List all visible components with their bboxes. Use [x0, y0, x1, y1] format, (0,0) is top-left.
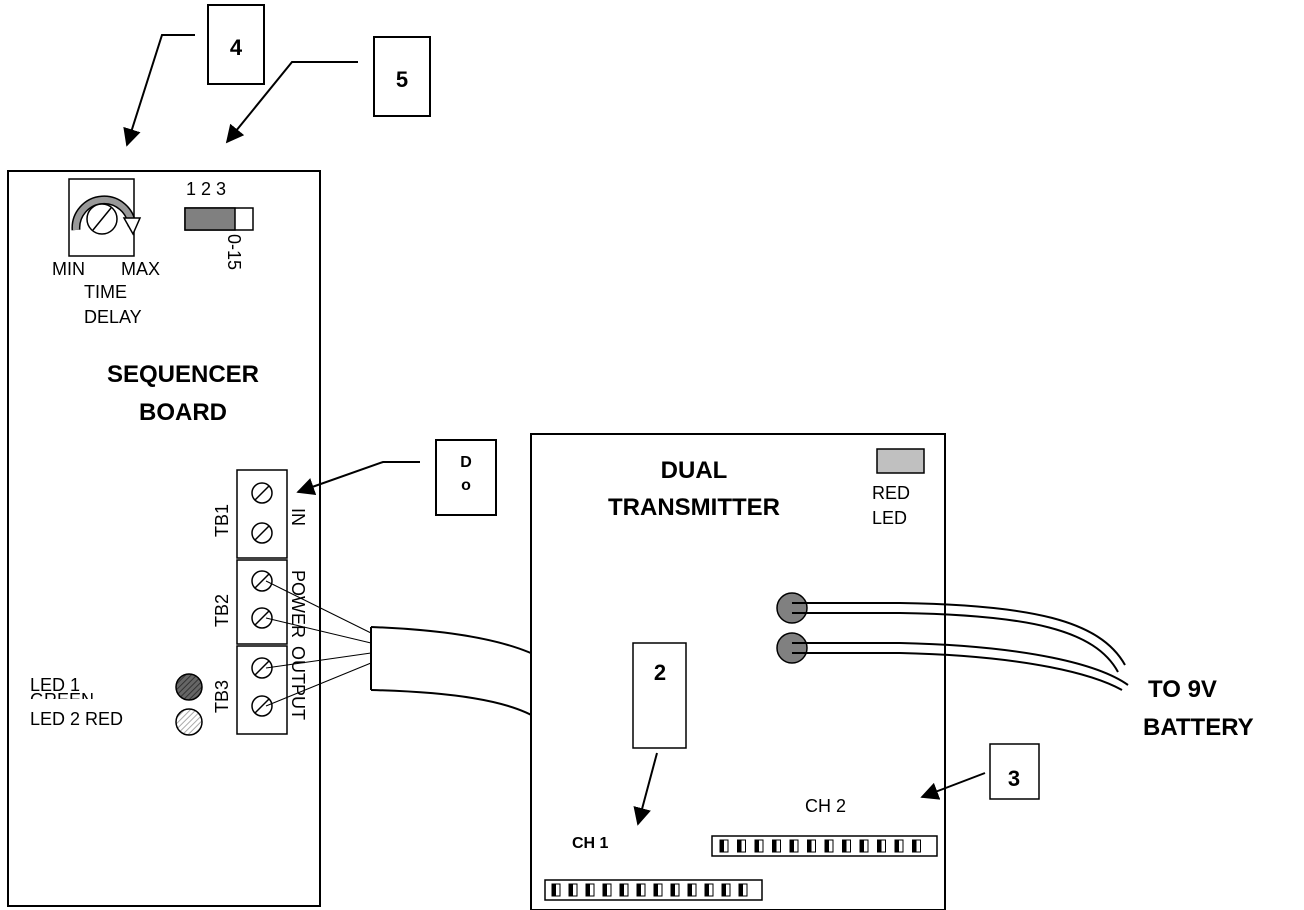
ch1-dip-slot-knob [688, 884, 692, 896]
terminal-block-tb3 [236, 645, 288, 735]
svg-text:5: 5 [396, 67, 408, 92]
ch2-label: CH 2 [805, 796, 846, 816]
cable [265, 580, 546, 721]
led2-label: LED 2 RED [30, 709, 123, 729]
led2-indicator [175, 708, 203, 736]
callout-4-arrow [123, 34, 195, 147]
ch1-dip-slot-knob [654, 884, 658, 896]
ch2-dip-slot-knob [912, 840, 917, 852]
ch2-dip-slot-knob [790, 840, 794, 852]
power-label: POWER [288, 570, 308, 638]
ch1-dip-slot-knob [569, 884, 573, 896]
switch-range-label: 0-15 [224, 234, 244, 270]
ch1-dip-slot-knob [739, 884, 743, 896]
ch1-dip-slot-knob [705, 884, 709, 896]
battery-terminal-2 [776, 632, 808, 664]
time-delay-potentiometer [68, 178, 142, 257]
ch1-dip-slot-knob [552, 884, 556, 896]
sequencer-title-line2: BOARD [139, 399, 227, 426]
svg-text:D: D [460, 454, 472, 471]
callout-d-arrow [296, 461, 420, 496]
range-switch [184, 207, 254, 231]
ch2-dip-slot-knob [860, 840, 864, 852]
output-label: OUTPUT [288, 646, 308, 720]
ch1-dip-slot-knob [671, 884, 675, 896]
ch2-dip-slot-knob [807, 840, 812, 852]
ch1-dip-slot-knob [722, 884, 726, 896]
red-led-label-line1: RED [872, 483, 910, 503]
transmitter-title-line1: DUAL [661, 457, 728, 484]
ch2-dip-slot-knob [720, 840, 724, 852]
ch2-dip-slot-knob [895, 840, 899, 852]
callout-2-arrow [633, 752, 658, 826]
min-label: MIN [52, 259, 85, 279]
callout-5: 5 [225, 36, 431, 144]
svg-text:o: o [461, 477, 471, 494]
sequencer-board: MIN MAX TIME DELAY 1 2 3 0-15 SEQUENCER … [7, 170, 321, 907]
ch1-dip-slot-knob [603, 884, 607, 896]
in-label: IN [288, 508, 308, 526]
ch2-dip-slot-knob [825, 840, 829, 852]
switch-numbers-label: 1 2 3 [186, 179, 226, 199]
svg-text:3: 3 [1008, 766, 1020, 791]
dual-transmitter: DUAL TRANSMITTER RED LED CH 1 CH 2 [530, 433, 946, 910]
svg-text:2: 2 [654, 660, 666, 685]
time-label: TIME [84, 282, 127, 302]
ch2-dip-switch [711, 835, 938, 857]
terminal-block-tb2 [236, 559, 288, 645]
tb2-label: TB2 [212, 594, 232, 627]
ch1-label: CH 1 [572, 835, 609, 852]
ch1-dip-slot-knob [637, 884, 641, 896]
led1-indicator [175, 673, 203, 701]
callout-d: D o [296, 439, 497, 516]
ch2-dip-slot-knob [772, 840, 777, 852]
ch2-dip-slot-knob [877, 840, 882, 852]
ch2-dip-slot-knob [842, 840, 847, 852]
callout-3-arrow [920, 772, 986, 800]
callout-5-arrow [225, 61, 358, 144]
callout-4: 4 [123, 4, 265, 147]
led1-label: LED 1 [30, 675, 80, 695]
tb1-label: TB1 [212, 504, 232, 537]
svg-text:4: 4 [230, 35, 243, 60]
transmitter-title-line2: TRANSMITTER [608, 494, 780, 521]
red-led-indicator [876, 448, 925, 474]
sequencer-title-line1: SEQUENCER [107, 361, 259, 388]
ch1-dip-slot-knob [620, 884, 624, 896]
battery-label-line2: BATTERY [1143, 714, 1254, 741]
red-led-label-line2: LED [872, 508, 907, 528]
terminal-block-tb1 [236, 469, 288, 559]
ch1-dip-switch [544, 879, 763, 901]
ch2-dip-slot-knob [737, 840, 742, 852]
callout-3: 3 [920, 743, 1040, 800]
ch2-dip-slot-knob [755, 840, 759, 852]
battery-wires [792, 602, 1129, 691]
delay-label: DELAY [84, 307, 142, 327]
battery-terminal-1 [776, 592, 808, 624]
led1-color-label: GREEN [30, 690, 94, 710]
battery-label-line1: TO 9V [1148, 676, 1217, 703]
callout-2: 2 [632, 642, 687, 826]
tb3-label: TB3 [212, 680, 232, 713]
max-label: MAX [121, 259, 160, 279]
ch1-dip-slot-knob [586, 884, 590, 896]
